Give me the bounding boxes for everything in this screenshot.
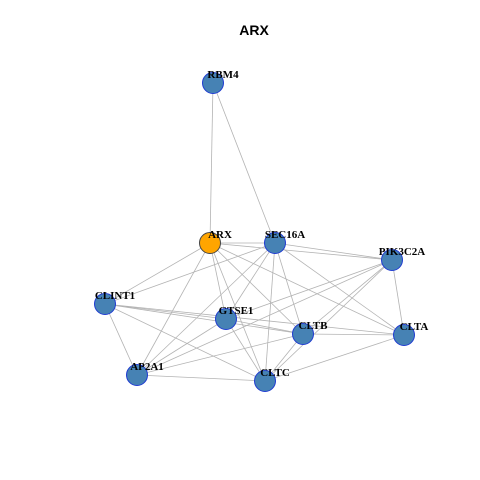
node-label-pik3c2a: PIK3C2A <box>379 246 426 258</box>
edge-arx-clint1 <box>104 242 211 305</box>
edge-pik3c2a-ap2a1 <box>136 259 393 376</box>
edge-arx-ap2a1 <box>136 242 211 376</box>
node-rbm4 <box>202 72 224 94</box>
node-label-cltb: CLTB <box>299 320 329 332</box>
edge-pik3c2a-cltc <box>264 259 393 382</box>
edge-clta-cltc <box>264 334 405 382</box>
edge-layer <box>104 82 405 382</box>
node-gtse1 <box>215 308 237 330</box>
edge-clint1-gtse1 <box>104 303 227 320</box>
edge-sec16a-clint1 <box>104 242 276 305</box>
edge-clint1-clta <box>104 303 405 336</box>
node-label-gtse1: GTSE1 <box>219 305 254 317</box>
edge-clint1-cltc <box>104 303 266 382</box>
edge-rbm4-sec16a <box>212 82 276 244</box>
edge-clint1-ap2a1 <box>104 303 138 376</box>
node-clint1 <box>94 293 116 315</box>
edge-ap2a1-cltc <box>136 374 266 382</box>
node-sec16a <box>264 232 286 254</box>
edge-clint1-cltb <box>104 303 304 335</box>
edge-sec16a-clta <box>274 242 405 336</box>
edge-pik3c2a-gtse1 <box>225 259 393 320</box>
node-ap2a1 <box>126 364 148 386</box>
edge-sec16a-gtse1 <box>225 242 276 320</box>
edge-pik3c2a-clta <box>391 259 405 336</box>
edge-sec16a-ap2a1 <box>136 242 276 376</box>
node-clta <box>393 324 415 346</box>
node-label-sec16a: SEC16A <box>265 229 305 241</box>
edge-gtse1-ap2a1 <box>136 318 227 376</box>
edge-sec16a-cltc <box>264 242 276 382</box>
node-label-cltc: CLTC <box>260 367 290 379</box>
node-pik3c2a <box>381 249 403 271</box>
node-label-clint1: CLINT1 <box>95 290 135 302</box>
edge-arx-cltb <box>209 242 304 335</box>
edge-sec16a-cltb <box>274 242 304 335</box>
edge-cltb-ap2a1 <box>136 333 304 376</box>
node-label-arx: ARX <box>208 229 232 241</box>
edge-pik3c2a-cltb <box>302 259 393 335</box>
edge-cltb-clta <box>302 333 405 336</box>
node-cltb <box>292 323 314 345</box>
edge-arx-gtse1 <box>209 242 227 320</box>
edge-arx-pik3c2a <box>209 242 393 261</box>
edge-arx-cltc <box>209 242 266 382</box>
node-label-clta: CLTA <box>400 321 429 333</box>
node-layer <box>94 72 415 392</box>
graph-title: ARX <box>239 22 269 38</box>
node-label-ap2a1: AP2A1 <box>130 361 164 373</box>
edge-rbm4-arx <box>209 82 214 244</box>
edge-arx-clta <box>209 242 405 336</box>
node-arx <box>199 232 221 254</box>
edge-sec16a-pik3c2a <box>274 242 393 261</box>
node-label-rbm4: RBM4 <box>207 69 239 81</box>
edge-gtse1-cltc <box>225 318 266 382</box>
edge-gtse1-cltb <box>225 318 304 335</box>
node-cltc <box>254 370 276 392</box>
